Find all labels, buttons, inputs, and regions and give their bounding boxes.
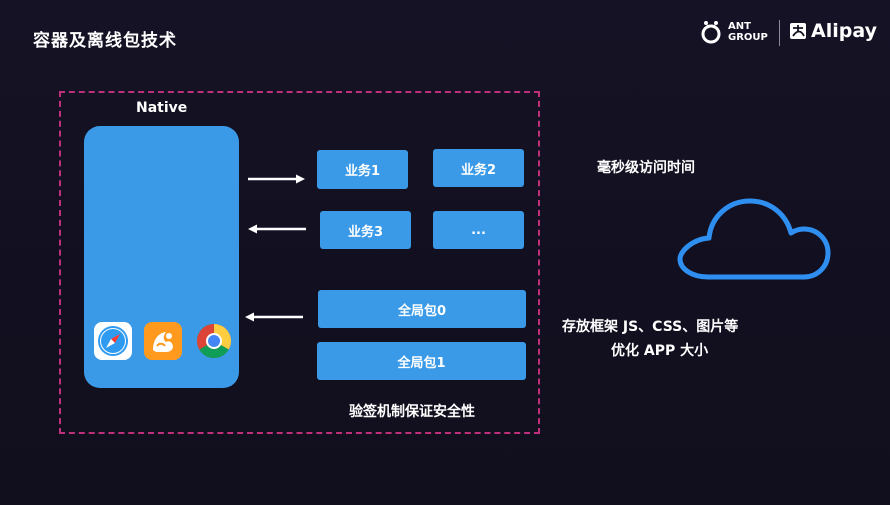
storage-note-line2: 优化 APP 大小 <box>611 343 709 359</box>
cloud-icon <box>677 198 831 280</box>
uc-browser-icon <box>144 322 182 360</box>
chrome-icon <box>195 322 233 360</box>
alipay-logo-text: Alipay <box>811 20 877 42</box>
storage-note-line1: 存放框架 JS、CSS、图片等 <box>562 319 739 335</box>
slide-title: 容器及离线包技术 <box>33 31 177 51</box>
arrow-left-icon <box>248 224 306 234</box>
safari-icon <box>94 322 132 360</box>
logo-divider <box>779 20 780 46</box>
business-package-1: 业务1 <box>317 150 408 189</box>
ant-logo-icon <box>701 21 721 44</box>
native-label: Native <box>136 100 188 116</box>
ant-group-logo: ANT GROUP <box>700 20 768 44</box>
global-package-0: 全局包0 <box>318 290 526 328</box>
cloud-note: 毫秒级访问时间 <box>597 160 695 176</box>
business-package-more: ... <box>433 211 524 249</box>
business-package-2: 业务2 <box>433 149 524 187</box>
security-note: 验签机制保证安全性 <box>349 404 475 420</box>
ant-logo-line2: GROUP <box>728 32 768 43</box>
alipay-logo-icon <box>790 23 806 39</box>
ant-logo-line1: ANT <box>728 21 751 32</box>
arrow-right-icon <box>248 174 305 184</box>
package-frame <box>59 91 540 434</box>
alipay-logo: Alipay <box>789 20 877 42</box>
global-package-1: 全局包1 <box>317 342 526 380</box>
business-package-3: 业务3 <box>320 211 411 249</box>
arrow-left-icon <box>245 312 303 322</box>
